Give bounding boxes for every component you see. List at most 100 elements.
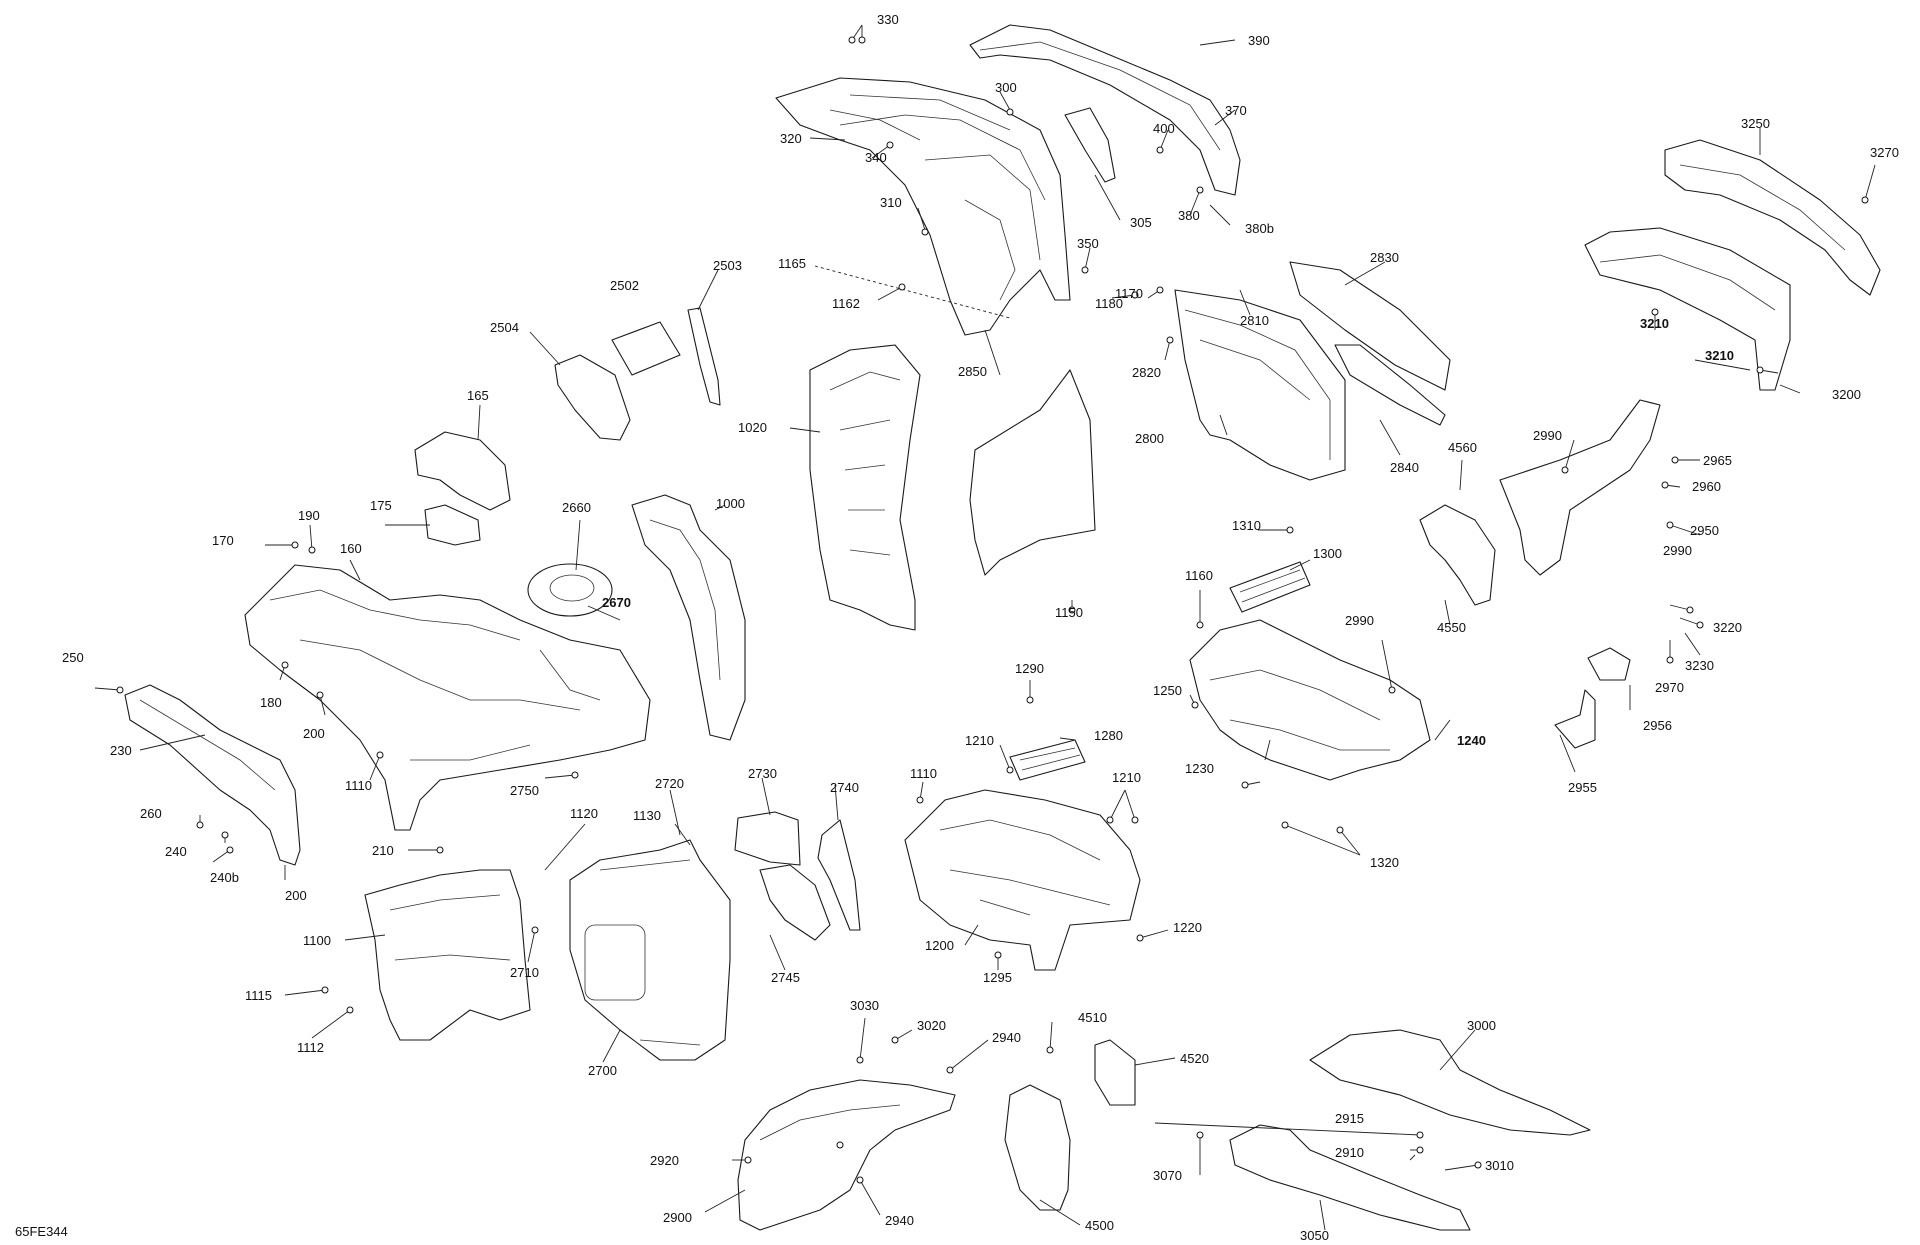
callout-250: 250 bbox=[62, 650, 84, 665]
callout-1120: 1120 bbox=[570, 806, 598, 821]
callout-370: 370 bbox=[1225, 103, 1247, 118]
callout-2820: 2820 bbox=[1132, 365, 1161, 380]
hardware-fasteners bbox=[116, 36, 1869, 1184]
callout-2955: 2955 bbox=[1568, 780, 1597, 795]
part-3250-handle bbox=[1664, 139, 1881, 296]
callout-170: 170 bbox=[212, 533, 234, 548]
callout-2850: 2850 bbox=[958, 364, 987, 379]
part-1300-step-pad bbox=[1229, 561, 1311, 613]
callout-2740: 2740 bbox=[830, 780, 859, 795]
callout-2940-upper: 2940 bbox=[992, 1030, 1021, 1045]
leader-lines bbox=[94, 24, 1876, 1231]
callout-2720: 2720 bbox=[655, 776, 684, 791]
part-1200-floor bbox=[904, 789, 1141, 971]
callout-2810: 2810 bbox=[1240, 313, 1269, 328]
part-2730-trim bbox=[734, 811, 801, 866]
part-175-bracket bbox=[424, 504, 481, 546]
callout-2800: 2800 bbox=[1135, 431, 1164, 446]
callout-1112: 1112 bbox=[297, 1040, 324, 1055]
part-2950-support bbox=[1499, 399, 1661, 576]
callout-2660: 2660 bbox=[562, 500, 591, 515]
callout-4560: 4560 bbox=[1448, 440, 1477, 455]
part-2740-trim bbox=[817, 819, 861, 931]
part-4550-bracket bbox=[1419, 504, 1496, 606]
callout-1100: 1100 bbox=[303, 933, 331, 948]
callout-2502: 2502 bbox=[610, 278, 639, 293]
callout-1250: 1250 bbox=[1153, 683, 1182, 698]
callout-305: 305 bbox=[1130, 215, 1152, 230]
callout-1180: 1180 bbox=[1095, 296, 1123, 311]
callout-240b: 240b bbox=[210, 870, 239, 885]
callout-1210-right: 1210 bbox=[1112, 770, 1141, 785]
callout-2900: 2900 bbox=[663, 1210, 692, 1225]
callout-175: 175 bbox=[370, 498, 392, 513]
part-2800-side-panel bbox=[1174, 289, 1346, 481]
part-2900-fender bbox=[737, 1079, 956, 1231]
callout-2920: 2920 bbox=[650, 1153, 679, 1168]
callout-2910: 2910 bbox=[1335, 1145, 1364, 1160]
callout-1170: 1170 bbox=[1115, 286, 1143, 301]
part-370-grab-handle bbox=[969, 24, 1241, 196]
callout-3230: 3230 bbox=[1685, 658, 1714, 673]
callout-1162: 1162 bbox=[832, 296, 860, 311]
callout-1310: 1310 bbox=[1232, 518, 1261, 533]
callout-2950: 2950 bbox=[1690, 523, 1719, 538]
part-2504-pad bbox=[554, 354, 631, 441]
callout-310: 310 bbox=[880, 195, 902, 210]
part-2503-strip bbox=[687, 307, 721, 406]
callout-3210-lower: 3210 bbox=[1705, 348, 1734, 363]
callout-1300: 1300 bbox=[1313, 546, 1342, 561]
callout-2956: 2956 bbox=[1643, 718, 1672, 733]
callout-1110-left: 1110 bbox=[345, 778, 372, 793]
callout-330: 330 bbox=[877, 12, 899, 27]
callout-3000: 3000 bbox=[1467, 1018, 1496, 1033]
callout-2990-top: 2990 bbox=[1533, 428, 1562, 443]
part-2840-trim bbox=[1334, 344, 1446, 426]
callout-230: 230 bbox=[110, 743, 132, 758]
callout-340: 340 bbox=[865, 150, 887, 165]
callout-200-lower: 200 bbox=[285, 888, 307, 903]
callout-2830: 2830 bbox=[1370, 250, 1399, 265]
callout-1220: 1220 bbox=[1173, 920, 1202, 935]
callout-400: 400 bbox=[1153, 121, 1175, 136]
part-165-bracket bbox=[414, 431, 511, 511]
part-2830-trim bbox=[1289, 261, 1451, 391]
callout-2503: 2503 bbox=[713, 258, 742, 273]
part-160-console bbox=[244, 564, 651, 831]
callout-3220: 3220 bbox=[1713, 620, 1742, 635]
callout-1290: 1290 bbox=[1015, 661, 1044, 676]
part-3200-upper-panel bbox=[1584, 227, 1791, 391]
callout-3270: 3270 bbox=[1870, 145, 1899, 160]
part-300-dash-panel bbox=[775, 77, 1071, 336]
callout-3200: 3200 bbox=[1832, 387, 1861, 402]
part-3050-trim bbox=[1229, 1124, 1471, 1231]
callout-200-upper: 200 bbox=[303, 726, 325, 741]
part-4500-panel bbox=[1004, 1084, 1071, 1211]
callout-380: 380 bbox=[1178, 208, 1200, 223]
callout-210: 210 bbox=[372, 843, 394, 858]
callout-2940-lower: 2940 bbox=[885, 1213, 914, 1228]
part-1230-floor-frame bbox=[1189, 619, 1431, 781]
part-1000-side-duct bbox=[631, 494, 746, 741]
callout-1150: 1150 bbox=[1055, 605, 1083, 620]
callout-2990-mid: 2990 bbox=[1663, 543, 1692, 558]
callout-160: 160 bbox=[340, 541, 362, 556]
callout-2710: 2710 bbox=[510, 965, 539, 980]
callout-1020: 1020 bbox=[738, 420, 767, 435]
callout-4510: 4510 bbox=[1078, 1010, 1107, 1025]
callout-1240: 1240 bbox=[1457, 733, 1486, 748]
callout-350: 350 bbox=[1077, 236, 1099, 251]
callout-1160: 1160 bbox=[1185, 568, 1213, 583]
callout-2960: 2960 bbox=[1692, 479, 1721, 494]
callout-260: 260 bbox=[140, 806, 162, 821]
part-4520-panel bbox=[1094, 1039, 1136, 1106]
callout-4500: 4500 bbox=[1085, 1218, 1114, 1233]
part-2660-cover bbox=[527, 563, 613, 617]
callout-1280: 1280 bbox=[1094, 728, 1123, 743]
callout-3030: 3030 bbox=[850, 998, 879, 1013]
callout-1295: 1295 bbox=[983, 970, 1012, 985]
part-2956-clip bbox=[1587, 647, 1631, 681]
callout-2745: 2745 bbox=[771, 970, 800, 985]
callout-380b: 380b bbox=[1245, 221, 1274, 236]
callout-2670: 2670 bbox=[602, 595, 631, 610]
